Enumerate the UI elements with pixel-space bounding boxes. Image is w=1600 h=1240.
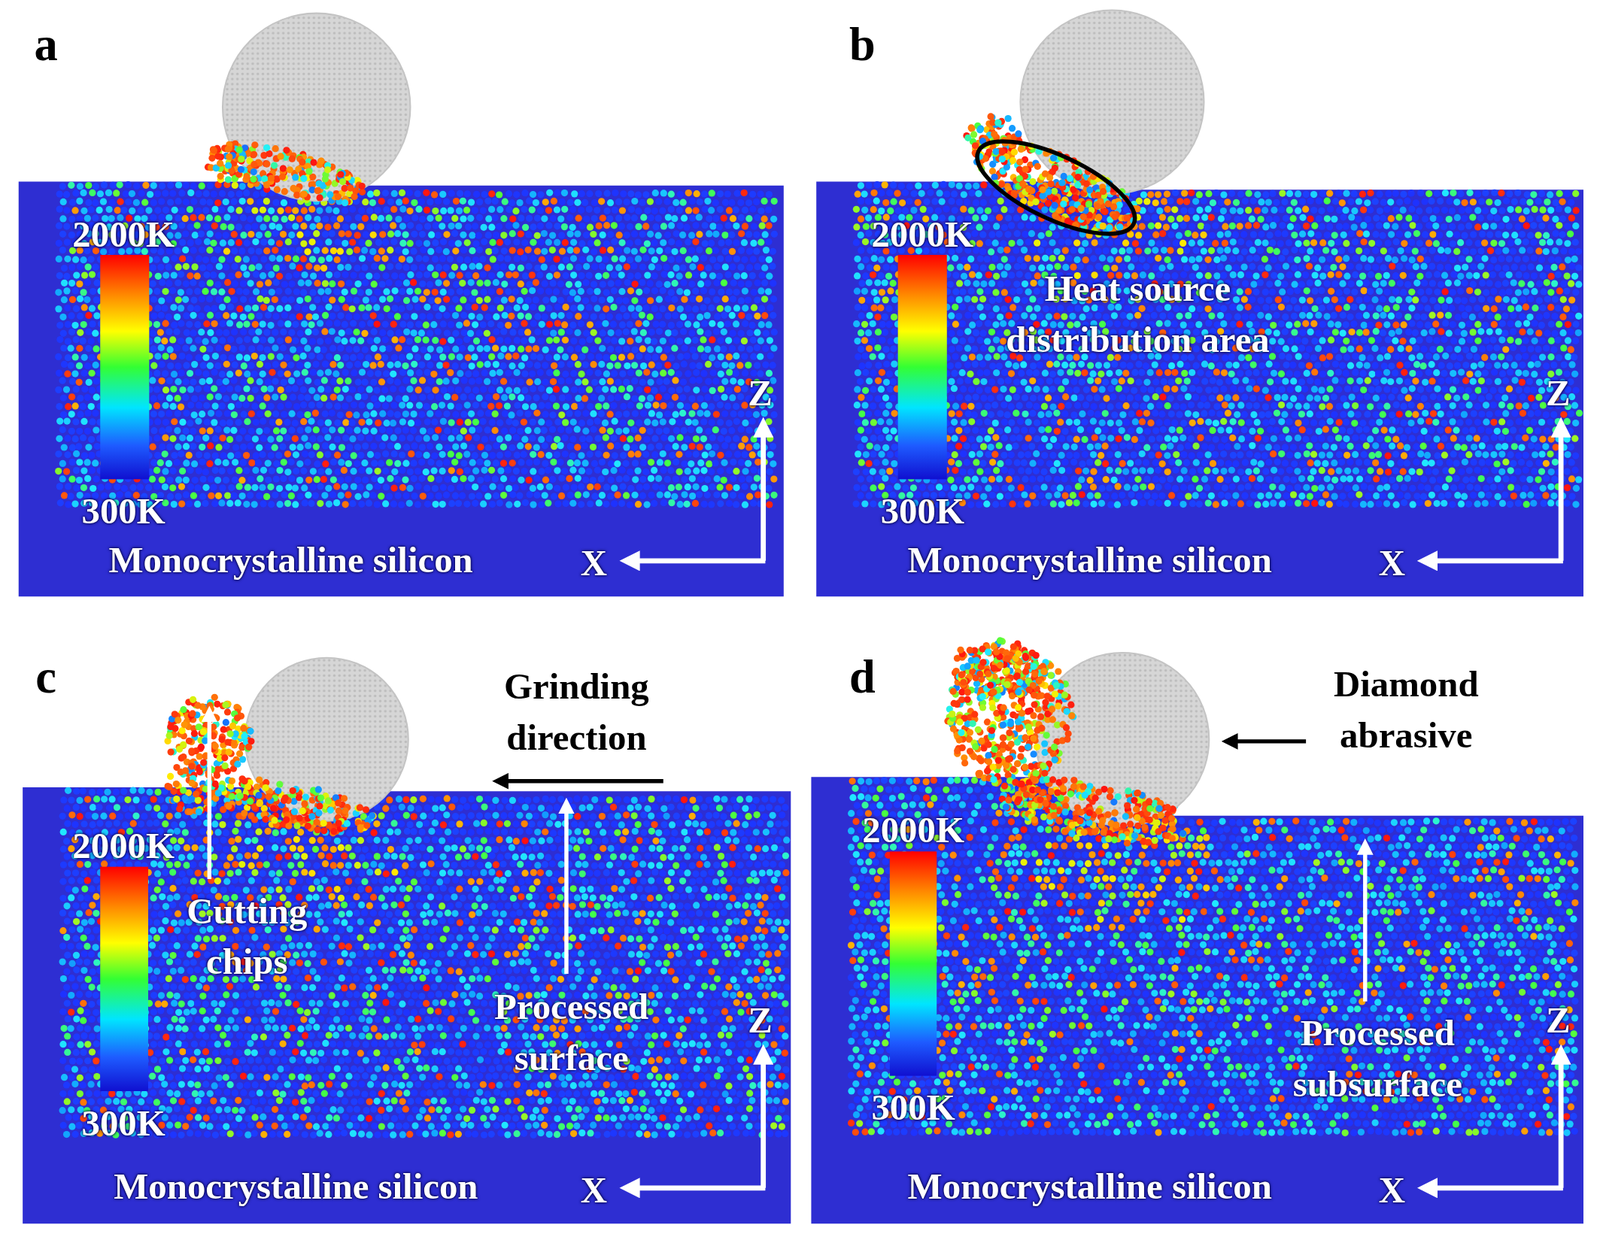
figure-stage: a2000K300KMonocrystalline siliconZXb2000… bbox=[0, 0, 1600, 1240]
